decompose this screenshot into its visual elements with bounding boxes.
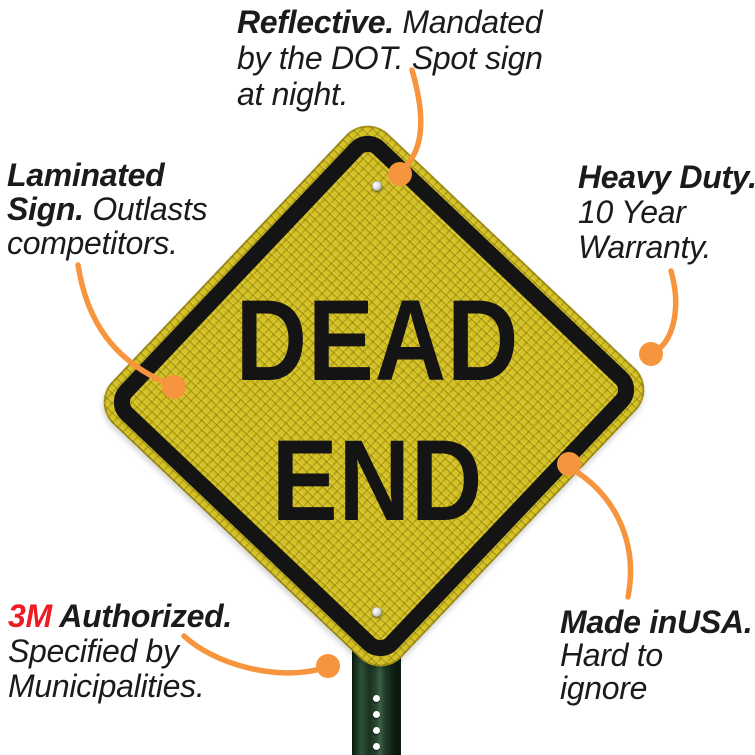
callout-dot-reflective-icon [388, 162, 412, 186]
note-segment: Outlasts [83, 191, 208, 227]
callout-dot-laminated-icon [162, 375, 186, 399]
note-bold-segment: Sign. [7, 191, 84, 227]
note-line: Sign. Outlasts [7, 191, 208, 227]
annotation-laminated: Laminated Sign. Outlasts competitors. [7, 157, 208, 261]
note-line: competitors. [7, 225, 178, 261]
note-line: Warranty. [578, 229, 712, 265]
note-line: Heavy Duty. [578, 159, 755, 195]
callout-line-heavy-duty [656, 268, 679, 352]
annotation-reflective: Reflective. Mandated by the DOT. Spot si… [237, 4, 543, 112]
top-bolt [372, 181, 382, 191]
note-line: 10 Year [578, 194, 686, 230]
note-line: ignore [560, 670, 648, 706]
sign-legend-line1: DEAD [235, 277, 520, 405]
note-red-segment: 3M [8, 598, 52, 634]
post-hole [373, 711, 380, 718]
sign-legend-line2: END [271, 417, 484, 545]
note-bold-segment: Reflective. [237, 4, 394, 40]
note-bold-segment: Authorized. [51, 598, 232, 634]
note-line: Specified by [8, 633, 179, 669]
callout-line-3m [181, 633, 323, 676]
annotation-3m-authorized: 3M Authorized. Specified by Municipaliti… [8, 599, 232, 704]
post-hole [373, 743, 380, 750]
note-line: at night. [237, 76, 349, 112]
callout-dot-made-in-usa-icon [557, 452, 581, 476]
bottom-bolt [372, 607, 382, 617]
sign-legend: DEAD END [53, 271, 702, 551]
note-line: 3M Authorized. [8, 599, 232, 634]
note-segment: Mandated [393, 4, 543, 40]
callout-line-reflective [401, 67, 424, 171]
post-hole [373, 695, 380, 702]
note-line: Made inUSA. [560, 604, 753, 640]
post-hole [373, 727, 380, 734]
callout-line-laminated [75, 262, 169, 386]
note-line: Reflective. Mandated [237, 4, 543, 40]
annotation-made-in-usa: Made inUSA. Hard to ignore [560, 604, 753, 706]
note-line: Municipalities. [8, 668, 205, 704]
note-line: Laminated [7, 157, 165, 193]
callout-dot-3m-icon [316, 654, 340, 678]
note-line: Hard to [560, 637, 663, 673]
callout-line-made-in-usa [569, 466, 634, 600]
annotation-heavy-duty: Heavy Duty. 10 Year Warranty. [578, 160, 755, 265]
note-line: by the DOT. Spot sign [237, 40, 543, 76]
callout-dot-heavy-duty-icon [639, 342, 663, 366]
